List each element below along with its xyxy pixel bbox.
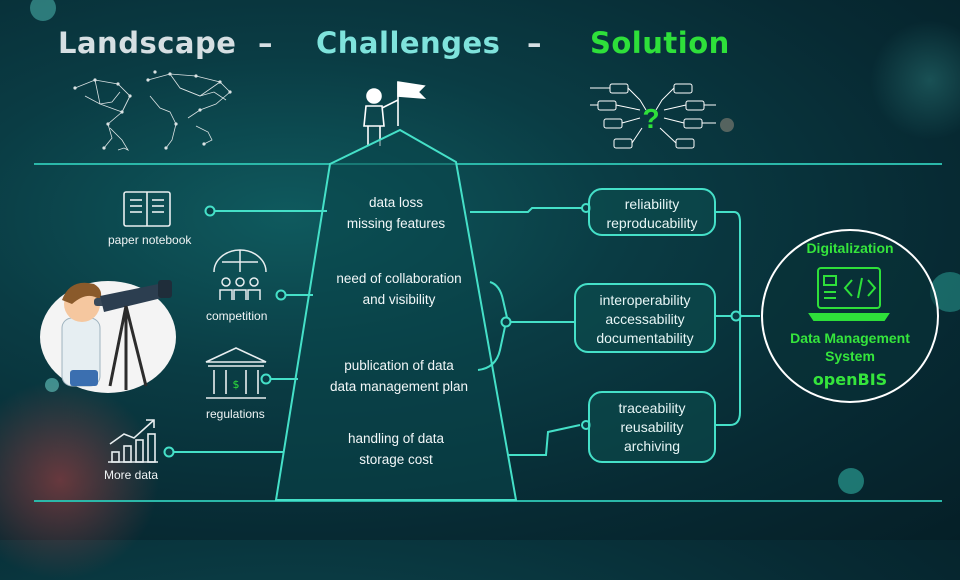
connector-node — [163, 205, 287, 458]
solution-box-traceability: traceability reusability archiving — [588, 391, 716, 463]
dms-label: Data Management System — [770, 329, 930, 365]
digitalization-label: Digitalization — [806, 240, 894, 256]
competition-icon — [213, 249, 267, 300]
label-regulations: regulations — [206, 407, 265, 421]
summit-person-icon — [363, 81, 427, 146]
label-paper-notebook: paper notebook — [108, 233, 192, 247]
challenge-line: missing features — [346, 216, 446, 231]
svg-text:?: ? — [642, 103, 659, 134]
title-solution: Solution — [590, 26, 730, 60]
title-dash: – — [527, 26, 542, 60]
challenge-line: need of collaboration — [336, 271, 462, 286]
solution-line: interoperability — [599, 292, 691, 308]
solution-line: reliability — [624, 196, 680, 212]
laptop-code-icon — [808, 267, 890, 321]
solution-box-interoperability: interoperability accessability documenta… — [574, 283, 716, 353]
dms-line: System — [825, 348, 875, 364]
challenge-line: handling of data — [347, 431, 445, 446]
challenge-line: data loss — [368, 195, 424, 210]
bank-icon: $ — [205, 347, 267, 399]
challenge-text: publication of data data management plan — [304, 355, 494, 397]
dms-line: Data Management — [790, 330, 910, 346]
label-more-data: More data — [104, 468, 159, 482]
openbis-label: openBIS — [812, 370, 888, 389]
growth-chart-icon — [108, 419, 158, 463]
solution-line: accessability — [605, 311, 685, 327]
challenge-text: need of collaboration and visibility — [304, 268, 494, 310]
challenge-line: publication of data — [344, 358, 454, 373]
solution-line: traceability — [618, 400, 686, 416]
challenge-text: data loss missing features — [301, 192, 491, 234]
challenge-line: storage cost — [359, 452, 433, 467]
label-competition: competition — [206, 309, 268, 323]
solution-line: reproducability — [606, 215, 698, 231]
svg-text:$: $ — [233, 378, 240, 391]
challenge-line: data management plan — [329, 379, 469, 394]
title-challenges: Challenges — [316, 26, 501, 60]
challenge-text: handling of data storage cost — [301, 428, 491, 470]
challenge-line: and visibility — [362, 292, 436, 307]
solution-line: archiving — [623, 438, 681, 454]
title-dash: – — [258, 26, 273, 60]
top-divider — [34, 163, 942, 165]
solution-line: reusability — [620, 419, 684, 435]
question-network-icon: ? — [590, 83, 716, 149]
scientist-telescope-illustration — [40, 280, 176, 393]
title-landscape: Landscape — [58, 26, 237, 60]
world-map-icon — [73, 70, 232, 151]
landscape-connectors — [173, 210, 327, 453]
solution-line: documentability — [596, 330, 694, 346]
challenges-mountain — [274, 128, 518, 501]
notebook-icon — [123, 191, 171, 227]
solution-box-reliability: reliability reproducability — [588, 188, 716, 236]
diagram-graphics: ? — [40, 70, 938, 501]
